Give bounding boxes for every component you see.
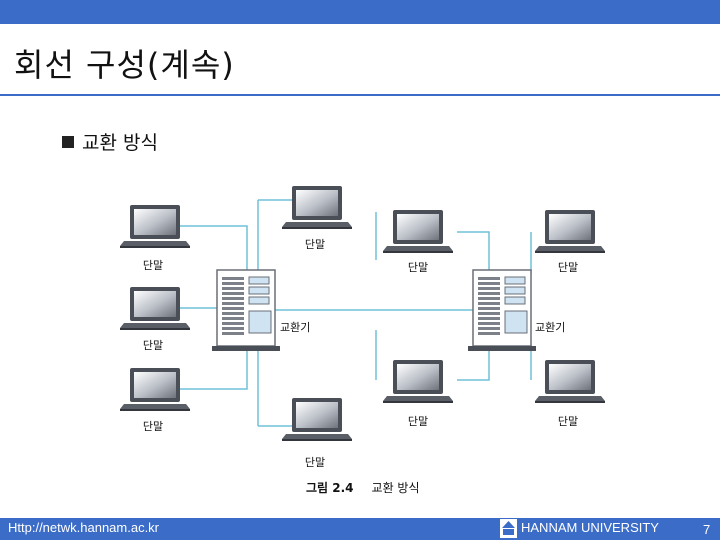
switch-label: 교환기: [535, 321, 565, 334]
terminal-laptop-icon: [535, 360, 605, 403]
caption-number: 그림 2.4: [306, 481, 354, 495]
switch-server-icon: [467, 269, 537, 352]
footer-university: HANNAM UNIVERSITY: [521, 520, 659, 535]
terminal-label: 단말: [305, 238, 325, 251]
terminal-label: 단말: [408, 415, 428, 428]
terminal-label: 단말: [143, 339, 163, 352]
terminal-laptop-icon: [383, 360, 453, 403]
switch-server-icon: [211, 269, 281, 352]
bullet-item: 교환 방식: [62, 128, 158, 155]
terminal-laptop-icon: [120, 205, 190, 248]
square-bullet-icon: [62, 135, 74, 148]
caption-text: 교환 방식: [371, 481, 420, 495]
university-logo-icon: [500, 519, 517, 538]
terminal-laptop-icon: [120, 368, 190, 411]
footer-bar: Http://netwk.hannam.ac.kr HANNAM UNIVERS…: [0, 518, 720, 540]
terminal-laptop-icon: [383, 210, 453, 253]
terminal-laptop-icon: [282, 186, 352, 229]
footer-url: Http://netwk.hannam.ac.kr: [8, 520, 160, 535]
terminal-label: 단말: [305, 456, 325, 469]
terminal-laptop-icon: [120, 287, 190, 330]
terminal-label: 단말: [558, 261, 578, 274]
terminal-label: 단말: [143, 259, 163, 272]
terminal-laptop-icon: [282, 398, 352, 441]
terminal-label: 단말: [558, 415, 578, 428]
terminal-label: 단말: [143, 420, 163, 433]
terminal-laptop-icon: [535, 210, 605, 253]
top-accent-bar: [0, 0, 720, 24]
bullet-text: 교환 방식: [82, 132, 158, 154]
title-divider: [0, 94, 720, 96]
terminal-label: 단말: [408, 261, 428, 274]
slide-title: 회선 구성(계속): [14, 46, 235, 84]
figure-caption: 그림 2.4 교환 방식: [306, 479, 420, 496]
switch-label: 교환기: [280, 321, 310, 334]
page-number: 7: [703, 522, 711, 537]
